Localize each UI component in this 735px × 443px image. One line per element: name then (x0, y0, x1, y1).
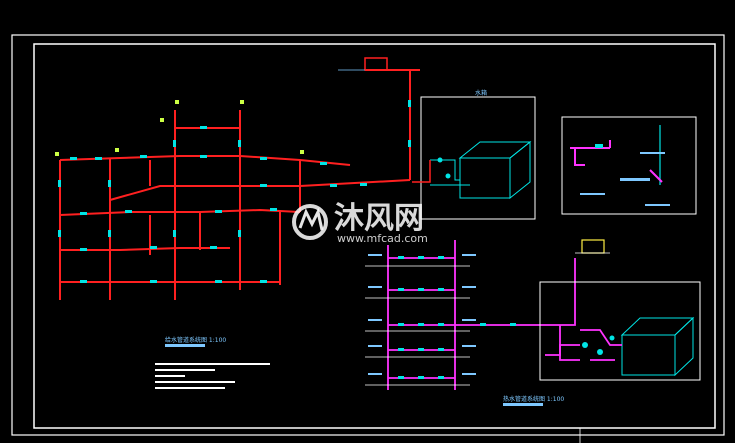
node-detail (570, 125, 670, 206)
water-tank-iso (430, 140, 532, 200)
riser-fittings (398, 256, 516, 379)
node-detail-box (561, 116, 697, 215)
level-marks (368, 254, 476, 375)
hot-tank-detail-box (539, 281, 701, 381)
roof-tank (364, 57, 388, 71)
hot-water-tank-iso (620, 316, 695, 377)
general-notes (155, 363, 270, 389)
watermark-brand: 沐风网 (334, 201, 424, 236)
plan-title: 给水管道系统图 1:100 (165, 336, 226, 344)
mfcad-logo-icon (292, 204, 328, 240)
mfcad-watermark: 沐风网 www.mfcad.com (292, 201, 428, 245)
hot-water-risers (387, 240, 580, 390)
tank-detail-box (420, 96, 536, 220)
pipe-fittings (58, 100, 411, 283)
inner-frame (33, 43, 716, 429)
riser-roof-tank (581, 239, 605, 254)
riser-title: 热水管道系统图 1:100 (503, 395, 564, 403)
floor-lines (365, 265, 470, 386)
outer-frame (11, 34, 725, 436)
riser-tags (55, 100, 304, 156)
watermark-url: www.mfcad.com (337, 232, 428, 245)
detail-title: 水箱 (475, 89, 487, 97)
